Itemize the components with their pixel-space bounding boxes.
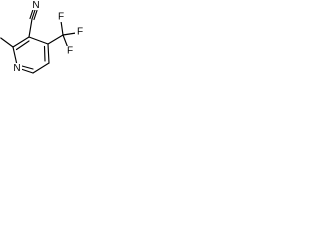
fluorine-3-label: F	[67, 46, 73, 57]
cf3-bond	[47, 34, 64, 45]
fluorine-2-label: F	[77, 27, 83, 38]
nitrile-triple-1	[31, 9, 36, 20]
ring-bond-c6-n-inner	[21, 65, 34, 70]
ring-bond-n-c2	[12, 46, 18, 66]
ring-bond-c2-c3	[12, 36, 30, 48]
ring-bond-c4-c5	[47, 43, 50, 64]
ring-bond-c6-n	[20, 68, 34, 74]
nitrile-nitrogen-bg	[31, 0, 41, 10]
ring-nitrogen-bg	[12, 63, 22, 74]
nitrile-bond	[28, 18, 33, 38]
cf-bond-1	[60, 20, 64, 36]
ring-bond-c3-c4	[28, 36, 49, 45]
cf-bond-3	[62, 34, 69, 49]
ring-nitrogen-label: N	[13, 63, 20, 74]
molecule-structure: N N F F F	[0, 0, 85, 74]
cf-bond-2	[62, 32, 77, 36]
ring-bond-c4-c5-inner	[43, 45, 46, 62]
nitrile-nitrogen-label: N	[32, 0, 39, 11]
ring-bond-c2-c3-inner	[15, 40, 30, 51]
fluorine-1-bg	[56, 12, 66, 22]
fluorine-3-bg	[65, 46, 75, 56]
fluorine-1-label: F	[58, 12, 64, 23]
nitrile-triple-2	[29, 8, 34, 20]
methyl-bond	[0, 37, 14, 48]
nitrile-triple-3	[33, 9, 38, 21]
molecule-canvas: N N F F F	[0, 0, 91, 85]
fluorine-2-bg	[75, 27, 85, 37]
ring-bond-c5-c6	[32, 62, 50, 74]
